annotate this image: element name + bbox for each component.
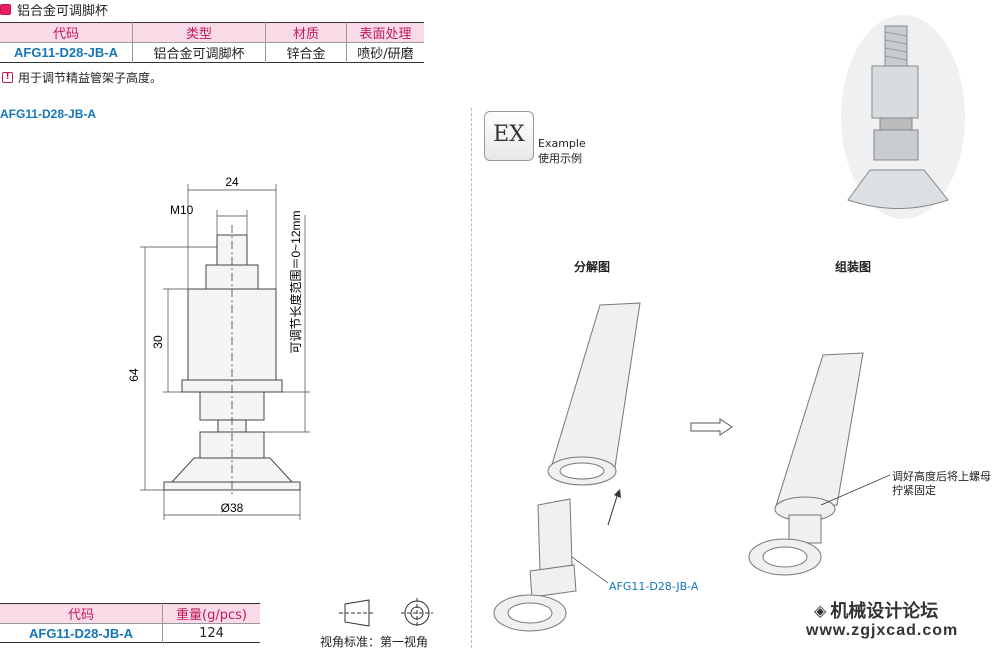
watermark-name: ◈ 机械设计论坛 bbox=[814, 600, 939, 623]
adjust-range-label: 可调节长度范围＝0~12mm bbox=[288, 210, 303, 353]
exploded-title: 分解图 bbox=[574, 260, 611, 274]
dim-width-label: 24 bbox=[225, 175, 239, 189]
cone-view-icon bbox=[344, 599, 370, 627]
body-sleeve bbox=[187, 288, 277, 381]
dim-base-label: Ø38 bbox=[221, 501, 244, 515]
note-text: 用于调节精益管架子高度。 bbox=[18, 71, 163, 85]
separator bbox=[471, 108, 472, 648]
col-weight: 重量(g/pcs) bbox=[162, 603, 260, 624]
col-material: 材质 bbox=[265, 22, 347, 43]
exploded-view bbox=[493, 302, 641, 632]
dim-thread-label: M10 bbox=[170, 203, 194, 217]
part-callout: AFG11-D28-JB-A bbox=[609, 580, 699, 593]
assembly-note-line1: 调好高度后将上螺母 bbox=[892, 470, 991, 483]
watermark-url: www.zgjxcad.com bbox=[806, 622, 959, 639]
up-arrow-icon bbox=[607, 492, 619, 526]
col-finish: 表面处理 bbox=[346, 22, 424, 43]
cell-weight: 124 bbox=[162, 623, 260, 643]
cell-material: 锌合金 bbox=[265, 42, 347, 63]
col-code: 代码 bbox=[0, 603, 163, 624]
dim-height-label: 64 bbox=[127, 368, 141, 382]
table-row: AFG11-D28-JB-A 铝合金可调脚杯 锌合金 喷砂/研磨 bbox=[0, 42, 424, 63]
weight-table-header: 代码 重量(g/pcs) bbox=[0, 603, 260, 624]
example-label-en: Example bbox=[538, 137, 586, 150]
product-title: 铝合金可调脚杯 bbox=[17, 4, 109, 19]
assembled-view bbox=[748, 352, 891, 576]
drawing-title: AFG11-D28-JB-A bbox=[0, 107, 97, 121]
projection-label: 视角标准：第一视角 bbox=[320, 635, 429, 649]
product-photo bbox=[841, 15, 965, 219]
col-code: 代码 bbox=[0, 22, 133, 43]
cell-code: AFG11-D28-JB-A bbox=[28, 625, 134, 641]
spec-table-header: 代码 类型 材质 表面处理 bbox=[0, 22, 424, 43]
cell-type: 铝合金可调脚杯 bbox=[132, 42, 266, 63]
table-row: AFG11-D28-JB-A 124 bbox=[0, 623, 260, 643]
cell-finish: 喷砂/研磨 bbox=[346, 42, 424, 63]
assembly-note-line2: 拧紧固定 bbox=[892, 484, 936, 497]
example-badge: EX bbox=[484, 111, 534, 161]
dim-body-label: 30 bbox=[151, 335, 165, 349]
technical-drawing: 24 M10 64 30 Ø38 可调节长度范围＝0~12mm bbox=[127, 175, 310, 520]
warning-icon: ! bbox=[2, 72, 13, 83]
cell-code: AFG11-D28-JB-A bbox=[13, 45, 119, 60]
example-label-cn: 使用示例 bbox=[538, 152, 582, 165]
aluminium-tube bbox=[549, 302, 641, 472]
weight-table: 代码 重量(g/pcs) AFG11-D28-JB-A 124 bbox=[0, 603, 260, 643]
right-arrow-icon bbox=[690, 418, 733, 436]
adjust-body bbox=[537, 498, 573, 572]
note: ! 用于调节精益管架子高度。 bbox=[2, 69, 162, 86]
col-type: 类型 bbox=[132, 22, 266, 43]
diamond-logo-icon: ◈ bbox=[814, 600, 827, 620]
section-title: 铝合金可调脚杯 bbox=[0, 0, 108, 19]
assembled-tube bbox=[774, 352, 864, 510]
spec-table: 代码 类型 材质 表面处理 AFG11-D28-JB-A 铝合金可调脚杯 锌合金… bbox=[0, 22, 424, 63]
projection-symbol bbox=[339, 598, 433, 628]
square-bullet-icon bbox=[0, 4, 11, 15]
assembled-title: 组装图 bbox=[835, 260, 872, 274]
assembled-nut bbox=[788, 514, 822, 544]
